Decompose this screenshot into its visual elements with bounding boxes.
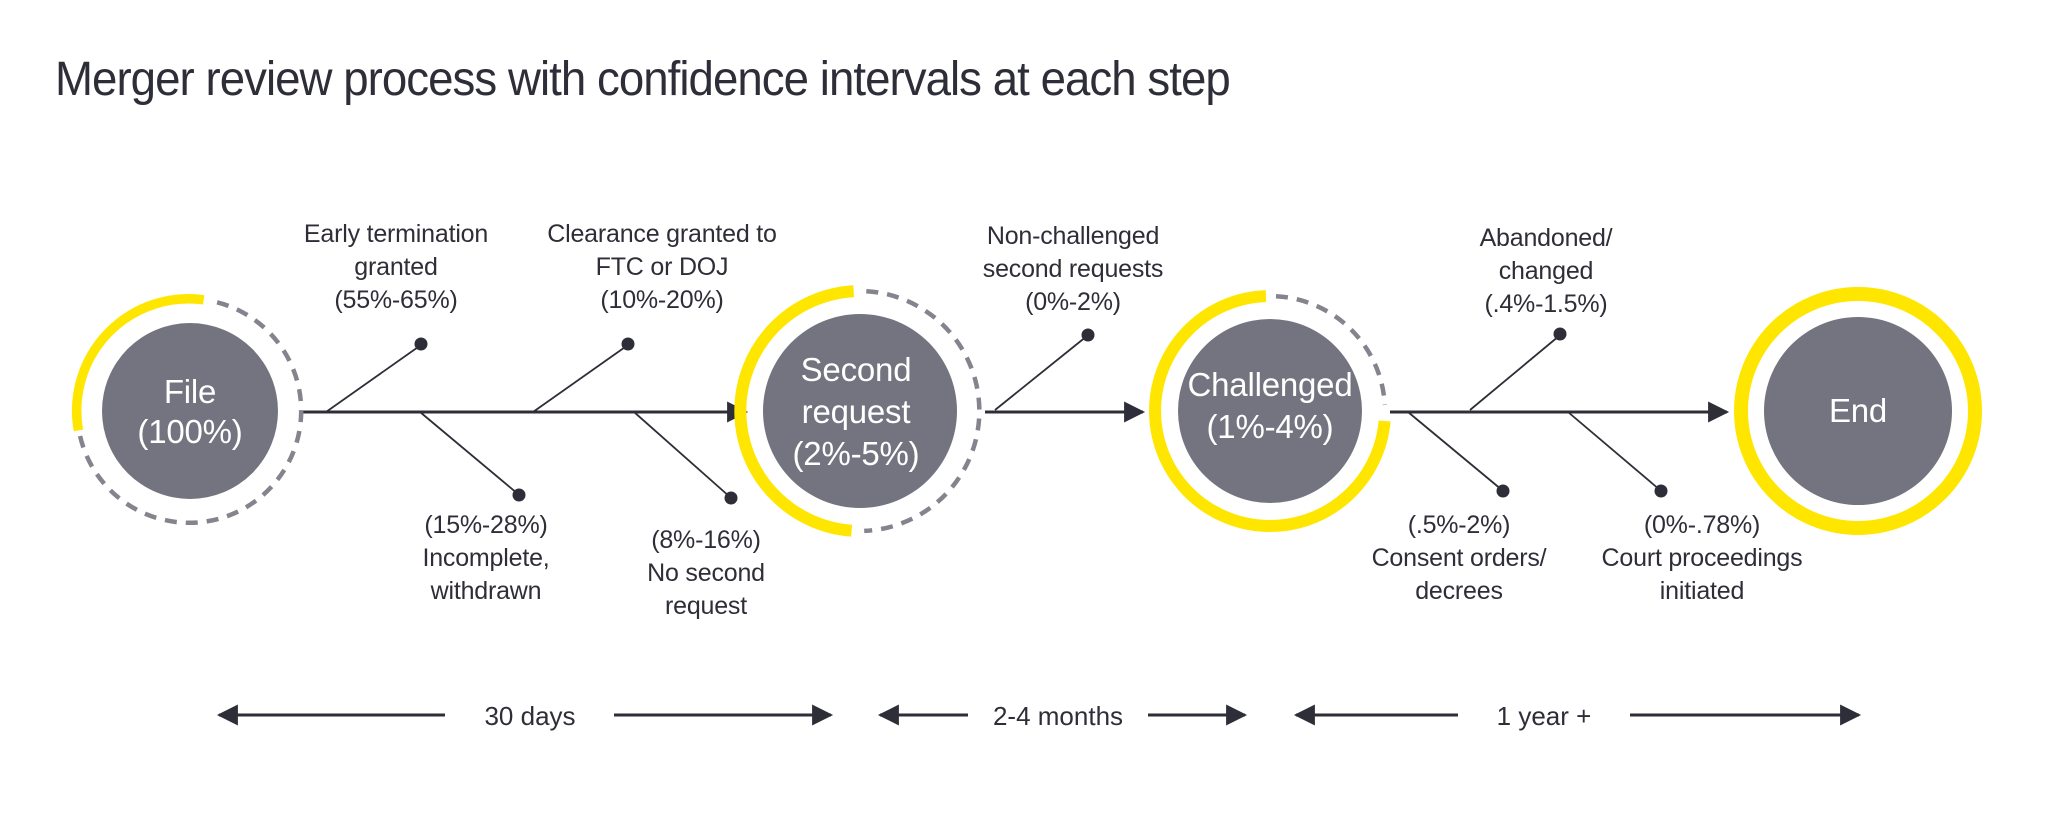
branch-line-abandoned xyxy=(1469,335,1560,411)
challenged-dashed-arc xyxy=(1275,293,1388,406)
branch-line-early-termination xyxy=(325,344,422,413)
branch-line-clearance xyxy=(532,344,629,413)
branch-label-incomplete: (15%-28%) Incomplete, withdrawn xyxy=(422,511,550,605)
challenged-circle xyxy=(1178,319,1362,503)
branch-dot-no-second-request xyxy=(724,491,738,505)
end-circle xyxy=(1764,317,1952,505)
branch-line-non-challenged xyxy=(994,335,1088,411)
node-file xyxy=(71,294,304,525)
branch-label-no-second-request: (8%-16%) No second request xyxy=(647,526,765,620)
branch-label-consent-orders: (.5%-2%) Consent orders/ decrees xyxy=(1371,511,1547,605)
branch-line-no-second-request xyxy=(633,411,731,498)
timeline-label-2-4months: 2-4 months xyxy=(992,701,1124,731)
second-request-yellow-arc xyxy=(734,285,855,537)
branch-label-abandoned: Abandoned/ changed (.4%-1.5%) xyxy=(1479,224,1613,318)
node-challenged xyxy=(1149,290,1391,532)
branch-label-non-challenged: Non-challenged second requests (0%-2%) xyxy=(982,222,1164,316)
diagram-title: Merger review process with confidence in… xyxy=(55,53,1231,106)
file-yellow-arc xyxy=(71,294,205,432)
branch-dot-abandoned xyxy=(1553,327,1567,341)
branch-label-clearance: Clearance granted to FTC or DOJ (10%-20%… xyxy=(547,220,777,314)
branch-dot-early-termination xyxy=(414,337,428,351)
node-end xyxy=(1734,287,1982,535)
node-label-file: File (100%) xyxy=(137,373,243,450)
branch-label-early-termination: Early termination granted (55%-65%) xyxy=(303,220,489,314)
branch-line-consent-orders xyxy=(1407,411,1503,491)
branch-dot-non-challenged xyxy=(1081,328,1095,342)
branch-line-court-proceedings xyxy=(1567,411,1661,491)
branch-lines xyxy=(325,327,1668,505)
node-second-request xyxy=(734,285,982,537)
branch-dot-incomplete xyxy=(512,488,526,502)
file-dashed-arc xyxy=(77,300,304,525)
branch-dot-consent-orders xyxy=(1496,484,1510,498)
node-label-challenged: Challenged (1%-4%) xyxy=(1187,366,1353,445)
timeline-label-30days: 30 days xyxy=(484,701,576,731)
node-label-second-request: Second request (2%-5%) xyxy=(792,351,920,472)
second-request-circle xyxy=(763,314,957,508)
file-circle xyxy=(102,323,278,499)
branch-line-incomplete xyxy=(419,411,519,495)
branch-dot-court-proceedings xyxy=(1654,484,1668,498)
end-yellow-ring xyxy=(1734,287,1982,535)
branch-dot-clearance xyxy=(621,337,635,351)
node-label-end: End xyxy=(1828,392,1888,429)
timeline-label-1year: 1 year + xyxy=(1496,701,1592,731)
challenged-yellow-arc xyxy=(1149,290,1391,532)
branch-label-court-proceedings: (0%-.78%) Court proceedings initiated xyxy=(1601,511,1803,605)
